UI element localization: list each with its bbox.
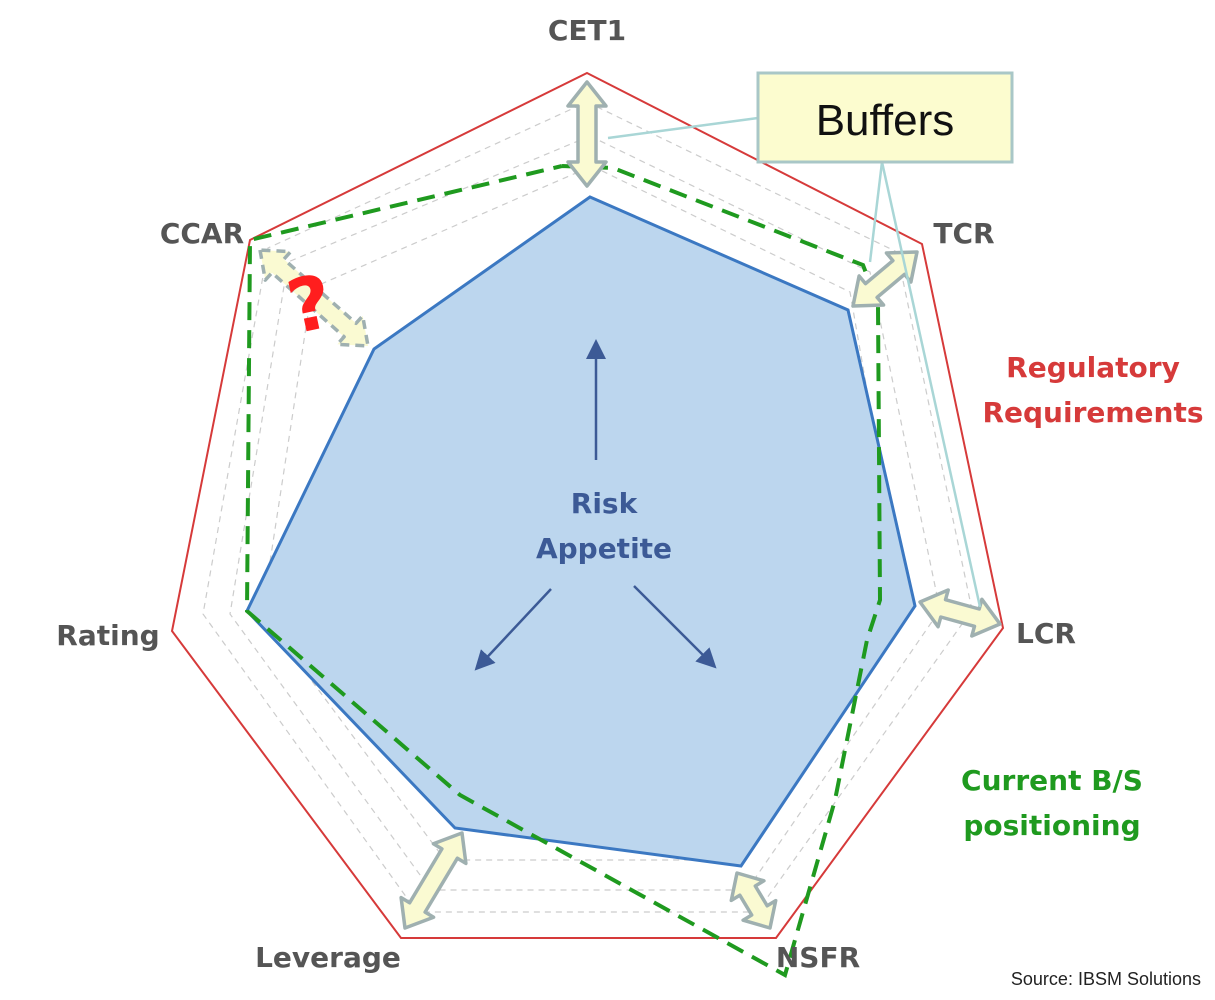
buffer-arrow-leverage: [399, 831, 468, 930]
risk-appetite-area: [245, 195, 917, 868]
axis-label-leverage: Leverage: [255, 941, 401, 974]
callout-connector: [607, 116, 759, 140]
current-positioning-label-line1: Current B/S: [961, 764, 1143, 797]
regulatory-requirements-label-line1: Regulatory: [1006, 351, 1180, 384]
center-arrows: [474, 339, 717, 671]
grid-ring: [261, 165, 906, 861]
callout-connector: [868, 161, 884, 263]
axis-label-rating: Rating: [56, 619, 159, 652]
axis-label-tcr: TCR: [933, 217, 994, 250]
regulatory-requirements-outline: [170, 71, 1005, 939]
buffer-arrow-ccar: [258, 248, 370, 348]
buffers-callout-text: Buffers: [816, 96, 955, 145]
axis-labels: CET1 TCR LCR NSFR Leverage Rating CCAR: [56, 14, 1076, 974]
axis-label-lcr: LCR: [1016, 617, 1076, 650]
grid-rings: [202, 101, 973, 913]
buffers-callout-box: [756, 71, 1014, 164]
buffer-arrow-cet1: [566, 80, 608, 188]
axis-label-nsfr: NSFR: [776, 941, 860, 974]
grid-ring: [229, 135, 941, 891]
buffer-arrow-lcr: [918, 588, 1002, 638]
axis-label-cet1: CET1: [548, 14, 626, 47]
regulatory-requirements-label-line2: Requirements: [982, 396, 1203, 429]
arrow-down-left-icon: [474, 588, 552, 671]
risk-appetite-label-line1: Risk: [571, 487, 639, 520]
callout-connectors: [607, 116, 982, 608]
arrow-down-right-icon: [633, 585, 717, 669]
risk-appetite-label-line2: Appetite: [536, 532, 672, 565]
axis-label-ccar: CCAR: [160, 217, 244, 250]
source-credit: Source: IBSM Solutions: [1011, 969, 1201, 989]
question-mark-icon: ?: [280, 258, 340, 351]
buffer-arrow-nsfr: [729, 871, 778, 930]
callout-connector: [880, 161, 982, 608]
current-positioning-label-line2: positioning: [963, 809, 1140, 842]
